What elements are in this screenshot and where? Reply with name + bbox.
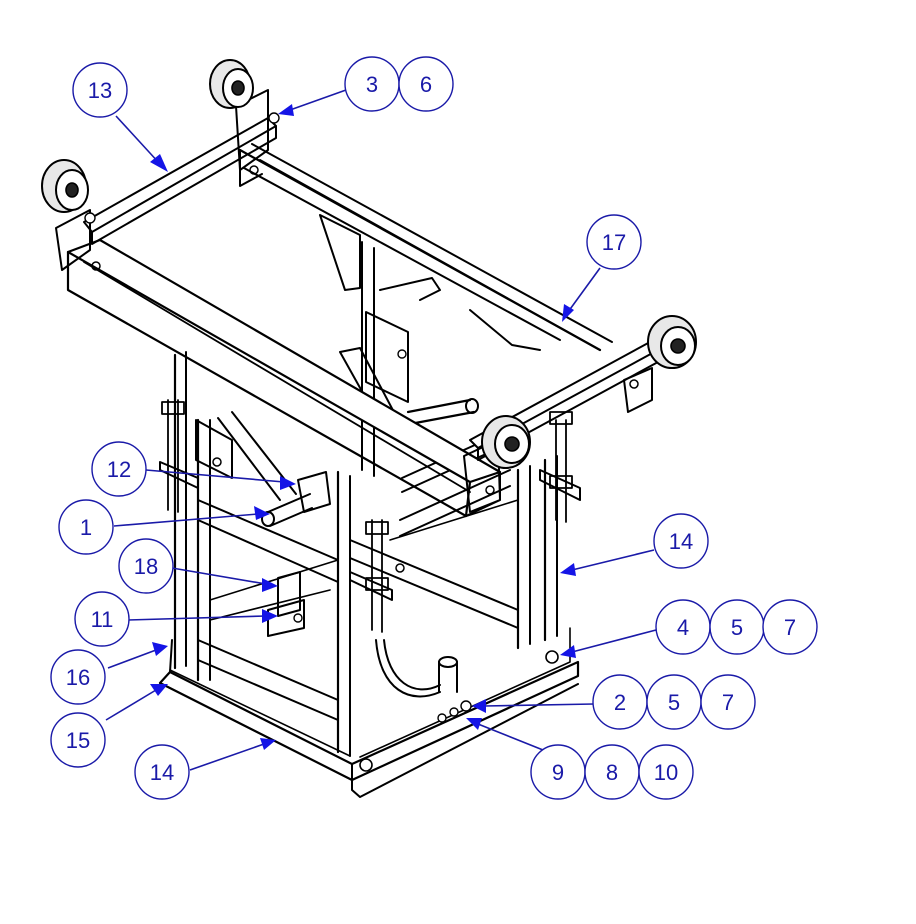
top-frame [55,89,659,518]
balloon-17: 17 [586,214,642,270]
svg-text:17: 17 [602,230,626,255]
base-plate [158,627,580,798]
balloon-3: 3 [344,56,400,112]
svg-text:14: 14 [150,760,174,785]
balloon-5-lower: 5 [646,674,702,730]
balloon-13: 13 [72,62,128,118]
svg-text:10: 10 [654,760,678,785]
balloon-6: 6 [398,56,454,112]
balloon-4: 4 [655,599,711,655]
svg-text:14: 14 [669,529,693,554]
svg-text:7: 7 [722,690,734,715]
fasteners [84,112,472,723]
wheel-rear-right [647,315,697,369]
balloon-11: 11 [74,591,130,647]
balloon-9: 9 [530,744,586,800]
svg-text:5: 5 [668,690,680,715]
lower-cage [159,351,581,757]
svg-text:13: 13 [88,78,112,103]
balloon-7-upper: 7 [762,599,818,655]
balloon-14-bottom: 14 [134,744,190,800]
balloon-5-upper: 5 [709,599,765,655]
callout-leaders [105,89,657,771]
wheel-front-right [481,415,531,469]
balloon-7-lower: 7 [700,674,756,730]
balloon-14-right: 14 [653,513,709,569]
svg-text:11: 11 [91,607,114,632]
svg-text:18: 18 [134,554,158,579]
balloon-16: 16 [50,649,106,705]
svg-text:7: 7 [784,615,796,640]
balloon-8: 8 [584,744,640,800]
frame-linework [41,59,697,798]
balloon-1: 1 [58,499,114,555]
balloon-15: 15 [50,712,106,768]
svg-text:15: 15 [66,728,90,753]
svg-text:2: 2 [614,690,626,715]
wheel-rear-left [209,59,254,109]
studs [161,399,573,633]
svg-text:5: 5 [731,615,743,640]
svg-text:9: 9 [552,760,564,785]
balloon-2: 2 [592,674,648,730]
cylinder-parts [261,471,458,698]
callout-balloons: 13 3 6 17 12 1 18 11 16 15 14 14 4 5 7 2… [50,56,818,800]
wheels [41,59,697,469]
svg-text:6: 6 [420,72,432,97]
wheel-front-left [41,159,89,213]
balloon-10: 10 [638,744,694,800]
svg-text:4: 4 [677,615,689,640]
svg-text:3: 3 [366,72,378,97]
svg-text:16: 16 [66,665,90,690]
balloon-12: 12 [91,441,147,497]
svg-text:12: 12 [107,457,131,482]
svg-text:1: 1 [80,515,92,540]
mid-frame [217,214,541,537]
svg-text:8: 8 [606,760,618,785]
balloon-18: 18 [118,538,174,594]
